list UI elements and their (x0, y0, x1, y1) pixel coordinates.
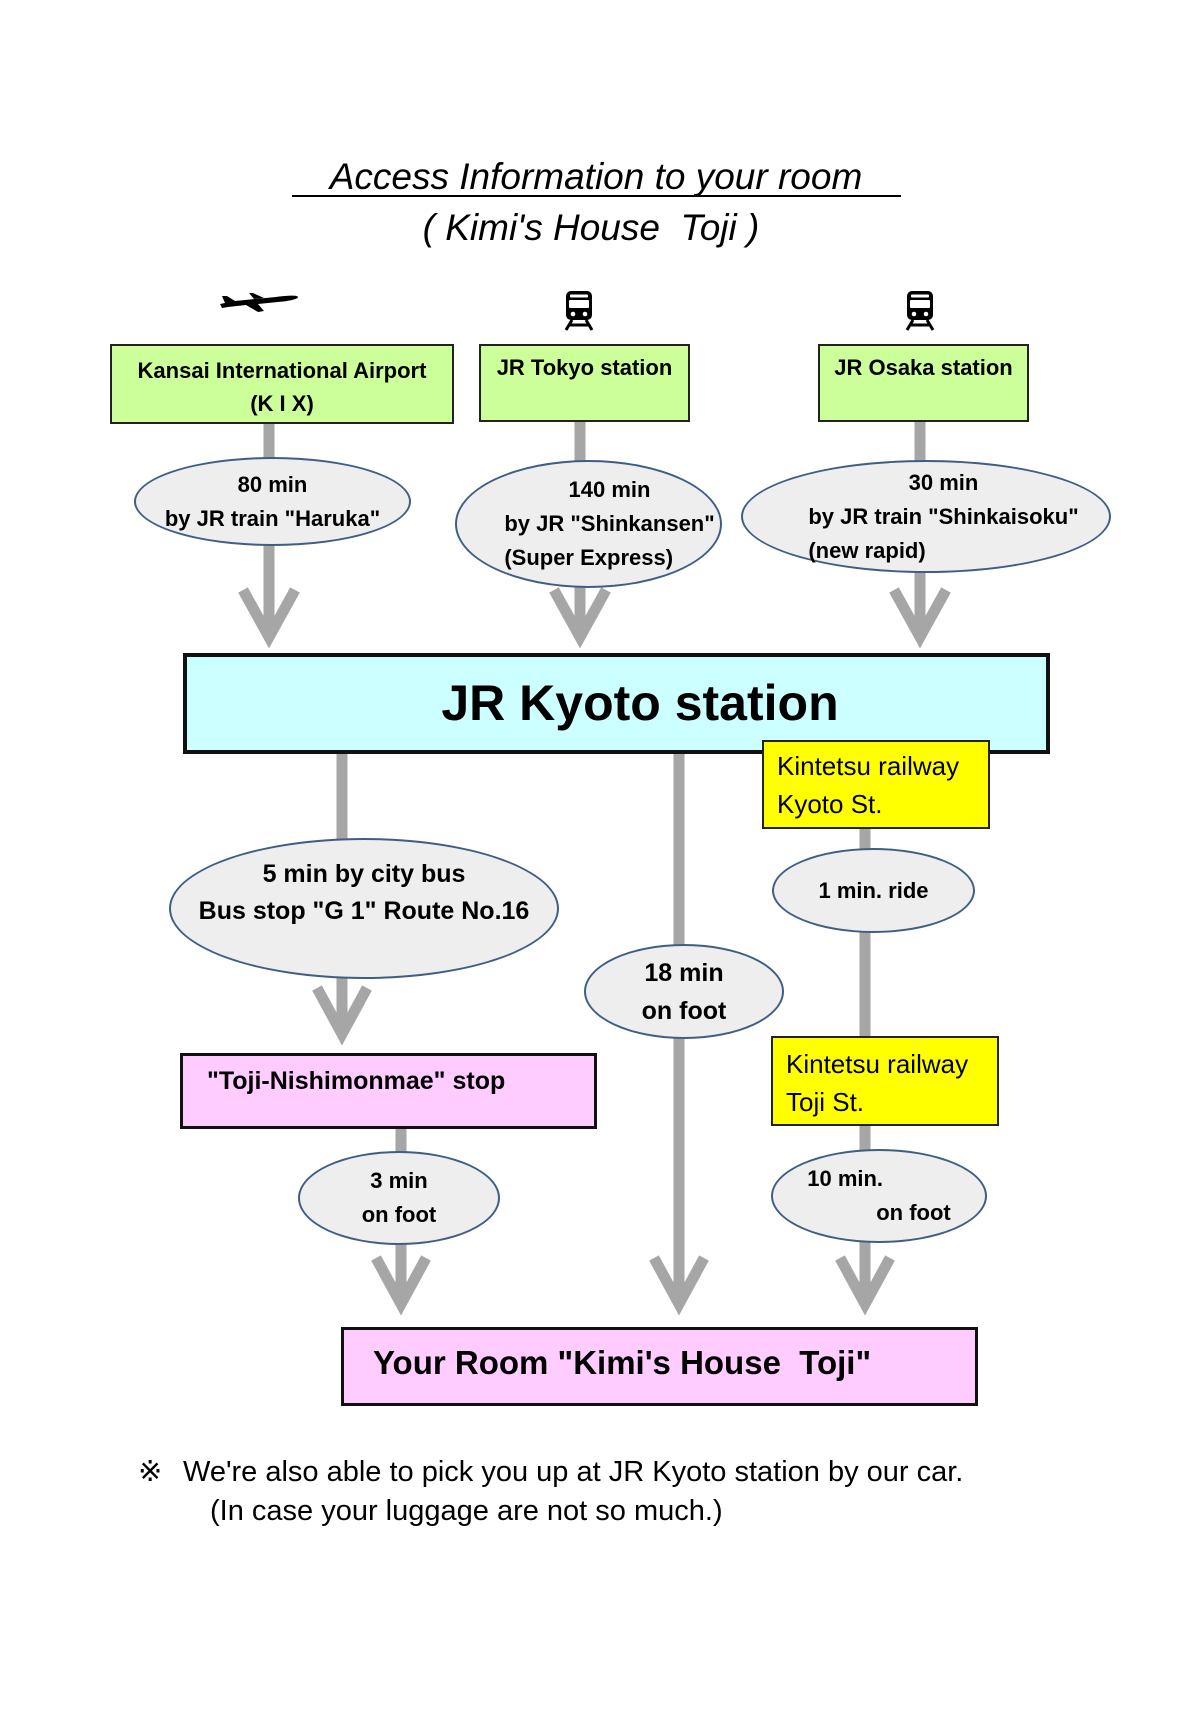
leg-mode: by JR train "Shinkaisoku" (808, 503, 1079, 529)
station-name: Kyoto St. (777, 789, 883, 819)
kintetsu-toji-station-box: Kintetsu railway Toji St. (771, 1036, 999, 1126)
leg-duration: 5 min by city bus (262, 859, 466, 888)
leg-duration: 80 min (237, 471, 308, 497)
origin-box-osaka-station: JR Osaka station (818, 344, 1029, 422)
leg-duration: 10 min. (807, 1166, 884, 1191)
reference-mark: ※ (138, 1456, 163, 1488)
leg-text-block: 30 min by JR train "Shinkaisoku" (new ra… (808, 466, 1078, 568)
page-title: Access Information to your room (329, 156, 863, 197)
leg-mode: by JR train "Haruka" (164, 505, 381, 531)
leg-ellipse-kintetsu-ride: 1 min. ride (772, 848, 975, 933)
leg-note: (new rapid) (808, 537, 926, 563)
origin-label: JR Osaka station (834, 355, 1013, 380)
station-line: Kintetsu railway (777, 751, 960, 781)
leg-mode: on foot (876, 1200, 951, 1225)
station-name: Toji St. (786, 1087, 865, 1117)
kintetsu-kyoto-station-box: Kintetsu railway Kyoto St. (762, 740, 990, 829)
leg-duration: 3 min (370, 1168, 428, 1193)
page-subtitle: ( Kimi's House Toji ) (422, 207, 760, 248)
arrow-head (312, 985, 372, 1046)
arrow-head (238, 587, 300, 649)
pickup-note: We're also able to pick you up at JR Kyo… (183, 1456, 964, 1488)
leg-duration: 18 min (644, 958, 724, 987)
leg-text-block: 10 min. on foot (807, 1162, 951, 1230)
leg-mode: on foot (641, 996, 727, 1025)
leg-bus-stop-info: Bus stop "G 1" Route No.16 (198, 896, 530, 925)
leg-note: (Super Express) (504, 545, 674, 570)
leg-mode: by JR "Shinkansen" (504, 511, 715, 536)
airplane-icon (220, 293, 298, 312)
leg-ellipse-shinkansen: 140 min by JR "Shinkansen" (Super Expres… (455, 460, 722, 588)
station-line: Kintetsu railway (786, 1049, 969, 1079)
origin-box-tokyo-station: JR Tokyo station (479, 344, 690, 422)
destination-label: Your Room "Kimi's House Toji" (373, 1344, 872, 1381)
leg-duration: 1 min. ride (818, 877, 929, 903)
arrow-head (889, 587, 951, 649)
title-underline (292, 195, 901, 197)
leg-duration: 30 min (908, 469, 979, 495)
bus-stop-box: "Toji-Nishimonmae" stop (180, 1053, 597, 1129)
leg-ellipse-city-bus: 5 min by city bus Bus stop "G 1" Route N… (169, 838, 559, 979)
leg-duration: 140 min (568, 477, 651, 502)
origin-label: JR Tokyo station (496, 355, 673, 380)
pickup-note-condition: (In case your luggage are not so much.) (210, 1495, 723, 1527)
hub-label: JR Kyoto station (441, 675, 839, 731)
train-icon (564, 291, 594, 331)
origin-label: Kansai International Airport (137, 358, 427, 383)
origin-code: (K I X) (250, 391, 314, 416)
leg-ellipse-walk-from-kyoto: 18 min on foot (584, 944, 784, 1039)
leg-ellipse-haruka: 80 min by JR train "Haruka" (134, 457, 411, 546)
leg-text-block: 140 min by JR "Shinkansen" (Super Expres… (504, 473, 714, 575)
origin-box-kansai-airport: Kansai International Airport (K I X) (110, 344, 454, 424)
arrow-head (649, 1255, 709, 1316)
arrow-head (371, 1255, 431, 1316)
leg-mode: on foot (361, 1202, 437, 1227)
hub-box-kyoto-station: JR Kyoto station (183, 653, 1050, 754)
leg-ellipse-walk-from-toji: 10 min. on foot (771, 1149, 987, 1243)
destination-box: Your Room "Kimi's House Toji" (341, 1327, 978, 1406)
leg-ellipse-shinkaisoku: 30 min by JR train "Shinkaisoku" (new ra… (741, 460, 1111, 573)
train-icon (905, 291, 935, 331)
leg-ellipse-walk-from-bus: 3 min on foot (298, 1151, 500, 1245)
arrow-head (549, 587, 611, 649)
bus-stop-label: "Toji-Nishimonmae" stop (207, 1067, 506, 1095)
arrow-head (835, 1255, 895, 1316)
